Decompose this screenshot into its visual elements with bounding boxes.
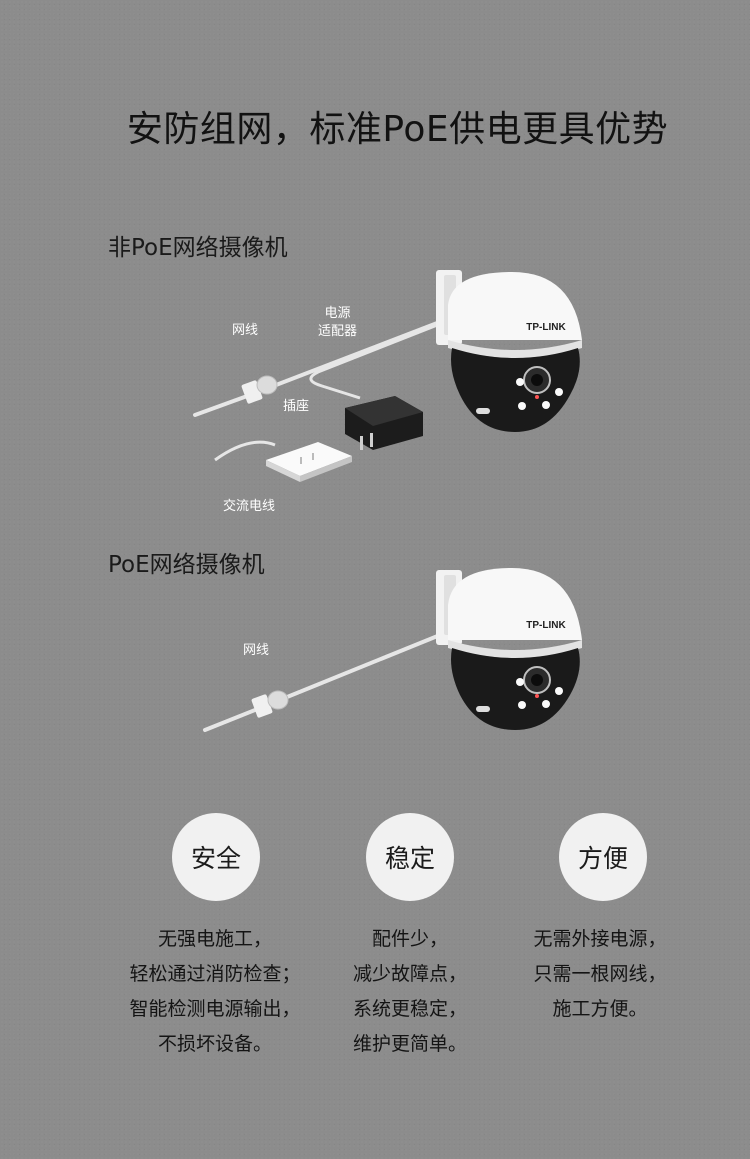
label-adapter-line2: 适配器 (318, 324, 358, 339)
desc-line: 配件少， (371, 928, 448, 950)
brand-logo: TP-LINK (526, 322, 566, 333)
desc-line: 智能检测电源输出， (129, 998, 301, 1020)
feature-badge-safe: 安全 (172, 813, 260, 901)
section-title-non-poe: 非PoE网络摄像机 (108, 235, 288, 261)
camera-icon-non-poe: TP-LINK (436, 270, 582, 432)
socket-icon (266, 442, 352, 482)
camera-icon-poe: TP-LINK (436, 568, 582, 730)
desc-line: 无强电施工， (157, 928, 272, 950)
ac-cable (214, 440, 276, 462)
feature-desc-safe: 无强电施工， 轻松通过消防检查； 智能检测电源输出， 不损坏设备。 (95, 922, 335, 1062)
label-network-cable: 网线 (232, 323, 259, 338)
network-cable (203, 633, 442, 732)
adapter-cable (309, 320, 446, 400)
power-adapter-icon (345, 396, 423, 450)
desc-line: 减少故障点， (352, 963, 467, 985)
rj45-connector-icon (251, 690, 289, 718)
feature-desc-stable: 配件少， 减少故障点， 系统更稳定， 维护更简单。 (290, 922, 530, 1062)
feature-badge-stable: 稳定 (366, 813, 454, 901)
page-title: 安防组网，标准PoE供电更具优势 (126, 109, 669, 150)
label-power-adapter: 电源 适配器 (318, 305, 357, 341)
feature-desc-convenient: 无需外接电源， 只需一根网线， 施工方便。 (480, 922, 720, 1027)
label-ac-cable: 交流电线 (223, 499, 276, 514)
desc-line: 不损坏设备。 (157, 1033, 272, 1055)
desc-line: 无需外接电源， (533, 928, 667, 950)
section-title-poe: PoE网络摄像机 (108, 552, 265, 578)
non-poe-diagram: TP-LINK (193, 270, 582, 482)
feature-badge-convenient: 方便 (559, 813, 647, 901)
label-socket: 插座 (283, 399, 310, 414)
brand-logo: TP-LINK (526, 620, 566, 631)
desc-line: 维护更简单。 (352, 1033, 467, 1055)
rj45-connector-icon (241, 375, 278, 404)
desc-line: 系统更稳定， (352, 998, 467, 1020)
poe-diagram: TP-LINK (203, 568, 582, 732)
desc-line: 轻松通过消防检查； (129, 963, 301, 985)
desc-line: 施工方便。 (552, 998, 648, 1020)
label-network-cable-poe: 网线 (243, 643, 270, 658)
desc-line: 只需一根网线， (533, 963, 667, 985)
label-adapter-line1: 电源 (324, 306, 351, 321)
